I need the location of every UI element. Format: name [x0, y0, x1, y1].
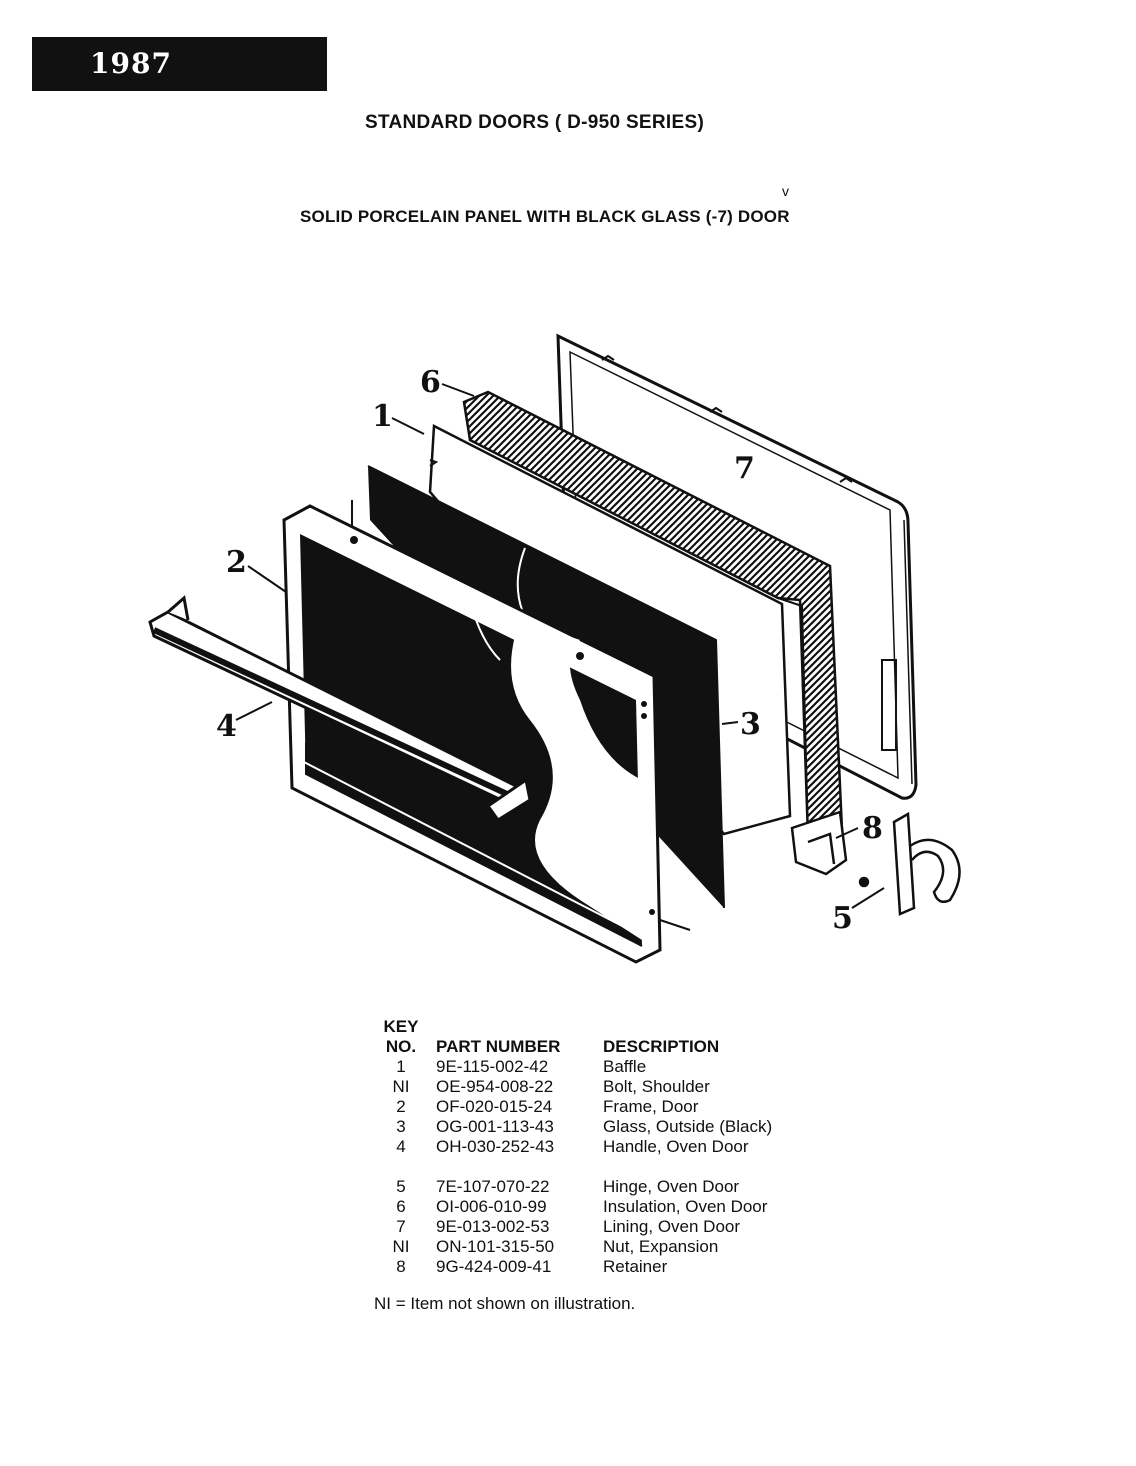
check-mark: v	[782, 183, 789, 199]
part-description: Retainer	[603, 1257, 668, 1276]
parts-key: KEY NO. PART NUMBER DESCRIPTION 1 9E-115-…	[372, 1017, 833, 1277]
part-number: ON-101-315-50	[436, 1237, 555, 1256]
table-row: 6 OI-006-010-99 Insulation, Oven Door	[372, 1197, 833, 1217]
parts-group-2: 5 7E-107-070-22 Hinge, Oven Door 6 OI-006-01…	[372, 1177, 833, 1277]
callout-5: 5	[832, 901, 853, 936]
callout-4: 4	[216, 709, 237, 744]
door-frame	[282, 500, 691, 964]
part-number: OH-030-252-43	[436, 1137, 555, 1156]
key-number: NI	[392, 1077, 410, 1096]
table-row: NI OE-954-008-22 Bolt, Shoulder	[372, 1077, 833, 1097]
models-banner: 1987 MODELS	[32, 37, 327, 134]
part-description: Baffle	[603, 1057, 647, 1076]
callout-6: 6	[420, 365, 441, 400]
oven-door-hinge	[858, 811, 961, 916]
callout-3: 3	[740, 707, 761, 742]
key-number: 1	[396, 1057, 406, 1076]
part-number: OI-006-010-99	[436, 1197, 547, 1216]
footnote: NI = Item not shown on illustration.	[374, 1294, 636, 1313]
table-row: 3 OG-001-113-43 Glass, Outside (Black)	[372, 1117, 833, 1137]
description-header: DESCRIPTION	[603, 1037, 720, 1056]
retainer	[790, 810, 848, 876]
key-number: 6	[396, 1197, 406, 1216]
oven-door-handle	[148, 595, 532, 823]
parts-table: KEY NO. PART NUMBER DESCRIPTION 1 9E-115-…	[372, 1017, 833, 1277]
key-number: 4	[396, 1137, 406, 1156]
part-description: Glass, Outside (Black)	[603, 1117, 773, 1136]
part-description: Nut, Expansion	[603, 1237, 719, 1256]
callout-7: 7	[734, 451, 755, 486]
key-number: 7	[396, 1217, 406, 1236]
table-row: 7 9E-013-002-53 Lining, Oven Door	[372, 1217, 833, 1237]
callout-1: 1	[372, 399, 393, 434]
callouts: 1 2 3 4 5 6 7 8	[216, 365, 883, 936]
part-description: Frame, Door	[603, 1097, 699, 1116]
table-row: 2 OF-020-015-24 Frame, Door	[372, 1097, 833, 1117]
key-header-line1: KEY	[383, 1017, 419, 1036]
page-subtitle: SOLID PORCELAIN PANEL WITH BLACK GLASS (…	[300, 207, 790, 226]
leader-lines	[235, 383, 885, 909]
key-header-line2: NO.	[385, 1037, 417, 1056]
key-number: NI	[392, 1237, 410, 1256]
key-number: 8	[396, 1257, 406, 1276]
part-number: OG-001-113-43	[436, 1117, 554, 1136]
page-title: STANDARD DOORS ( D-950 SERIES)	[365, 112, 705, 133]
part-number: OF-020-015-24	[436, 1097, 553, 1116]
table-row: 5 7E-107-070-22 Hinge, Oven Door	[372, 1177, 833, 1197]
callout-2: 2	[226, 545, 247, 580]
table-row: NI ON-101-315-50 Nut, Expansion	[372, 1237, 833, 1257]
part-description: Lining, Oven Door	[603, 1217, 741, 1236]
table-row: 1 9E-115-002-42 Baffle	[372, 1057, 833, 1077]
part-description: Insulation, Oven Door	[603, 1197, 768, 1216]
part-description: Handle, Oven Door	[603, 1137, 749, 1156]
part-description: Bolt, Shoulder	[603, 1077, 710, 1096]
table-row: 8 9G-424-009-41 Retainer	[372, 1257, 833, 1277]
key-number: 5	[396, 1177, 406, 1196]
callout-8: 8	[862, 811, 883, 846]
part-number: 9G-424-009-41	[436, 1257, 552, 1276]
key-number: 3	[396, 1117, 406, 1136]
part-number: 7E-107-070-22	[436, 1177, 550, 1196]
part-number-header: PART NUMBER	[436, 1037, 561, 1056]
table-row: 4 OH-030-252-43 Handle, Oven Door	[372, 1137, 833, 1157]
key-number: 2	[396, 1097, 406, 1116]
part-number: 9E-013-002-53	[436, 1217, 550, 1236]
part-number: 9E-115-002-42	[436, 1057, 549, 1076]
part-description: Hinge, Oven Door	[603, 1177, 740, 1196]
part-number: OE-954-008-22	[436, 1077, 554, 1096]
